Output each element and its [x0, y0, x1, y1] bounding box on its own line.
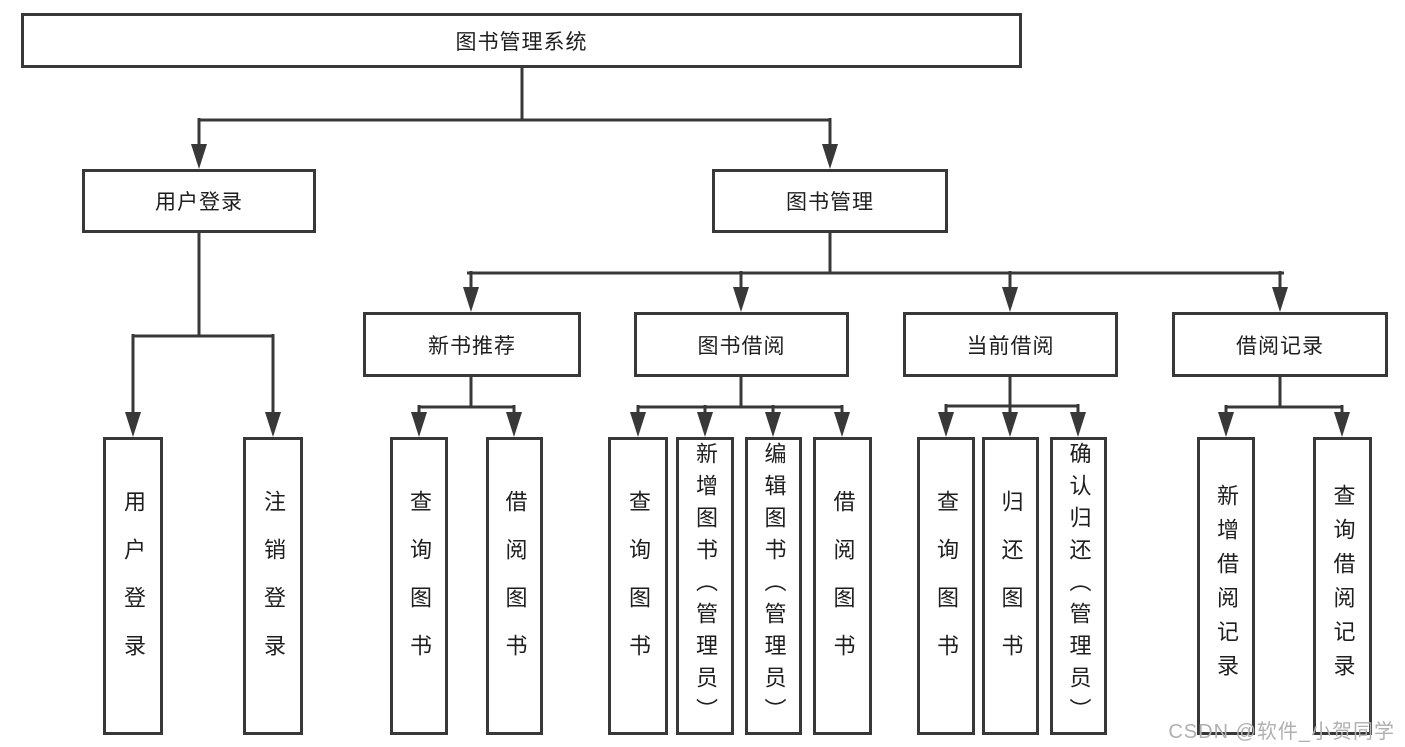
- node-borrowing-records: 借阅记录: [1172, 312, 1388, 377]
- leaf-return-books: 归还图书: [982, 437, 1039, 735]
- leaf-query-books-borrowing: 查询图书: [608, 437, 668, 735]
- leaf-user-login: 用户登录: [103, 437, 163, 735]
- node-label: 查询图书: [934, 490, 959, 682]
- node-book-management: 图书管理: [712, 169, 948, 233]
- leaf-query-books-recommend: 查询图书: [390, 437, 448, 735]
- node-current-borrowing: 当前借阅: [903, 312, 1118, 377]
- leaf-add-borrow-record: 新增借阅记录: [1197, 437, 1255, 735]
- node-label: 借阅图书: [830, 490, 856, 682]
- leaf-query-borrow-record: 查询借阅记录: [1313, 437, 1372, 735]
- node-book-borrowing: 图书借阅: [634, 312, 849, 377]
- leaf-confirm-return-admin: 确认归还（管理员）: [1050, 437, 1107, 735]
- node-label: 新书推荐: [428, 334, 516, 358]
- node-label: 借阅图书: [502, 490, 528, 682]
- node-label: 新增借阅记录: [1214, 484, 1239, 688]
- node-label: 注销登录: [261, 490, 286, 682]
- leaf-borrow-books-recommend: 借阅图书: [486, 437, 543, 735]
- node-label: 图书管理系统: [455, 30, 588, 54]
- leaf-add-book-admin: 新增图书（管理员）: [676, 437, 734, 735]
- leaf-borrow-books: 借阅图书: [813, 437, 872, 735]
- node-label: 新增图书（管理员）: [693, 442, 718, 730]
- node-label: 确认归还（管理员）: [1066, 442, 1092, 730]
- watermark: CSDN @软件_小贺同学: [1168, 721, 1395, 743]
- node-label: 查询图书: [626, 490, 651, 682]
- leaf-query-books-current: 查询图书: [917, 437, 975, 735]
- node-label: 当前借阅: [966, 334, 1055, 358]
- node-label: 编辑图书（管理员）: [761, 442, 787, 730]
- node-label: 图书管理: [786, 191, 874, 214]
- leaf-edit-book-admin: 编辑图书（管理员）: [745, 437, 802, 735]
- node-label: 用户登录: [121, 490, 146, 682]
- leaf-logout: 注销登录: [243, 437, 303, 735]
- node-label: 借阅记录: [1236, 334, 1324, 358]
- node-label: 用户登录: [155, 191, 243, 214]
- node-label: 归还图书: [998, 490, 1024, 682]
- node-new-book-recommendation: 新书推荐: [363, 312, 581, 377]
- arrowheads: [125, 144, 1350, 437]
- node-label: 查询借阅记录: [1330, 484, 1356, 688]
- node-label: 图书借阅: [697, 334, 786, 358]
- node-library-management-system: 图书管理系统: [21, 13, 1022, 68]
- node-user-login: 用户登录: [82, 169, 316, 233]
- node-label: 查询图书: [407, 490, 432, 682]
